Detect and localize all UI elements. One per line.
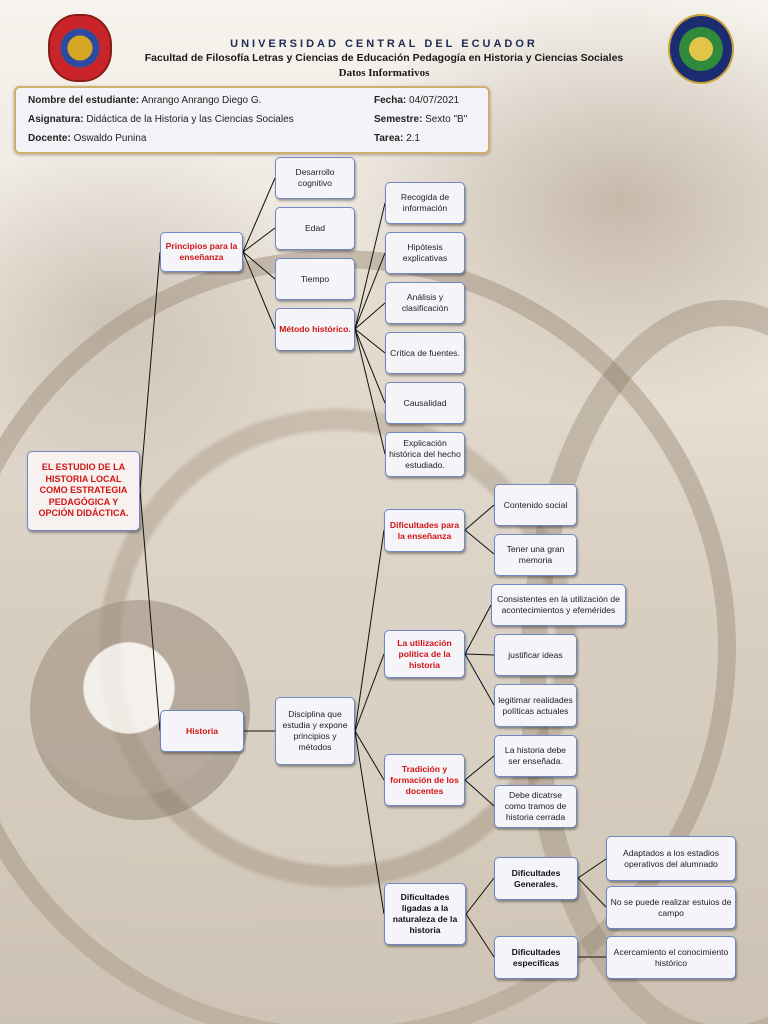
node-critica: Crítica de fuentes. xyxy=(385,332,465,374)
node-generales: Dificultades Generales. xyxy=(494,857,578,900)
node-debe-dicatrse: Debe dicatrse como tramos de historia ce… xyxy=(494,785,577,828)
section-title: Datos Informativos xyxy=(338,67,430,79)
node-no-puede: No se puede realizar estuios de campo xyxy=(606,886,736,929)
node-disciplina: Disciplina que estudia y expone principi… xyxy=(275,697,355,765)
node-legitimar: legitimar realidades políticas actuales xyxy=(494,684,577,727)
node-justificar: justificar ideas xyxy=(494,634,577,676)
semester-row: Semestre: Sexto "B" xyxy=(374,114,468,125)
university-name: UNIVERSIDAD CENTRAL DEL ECUADOR xyxy=(230,38,538,50)
subject-value: Didáctica de la Historia y las Ciencias … xyxy=(86,114,294,125)
node-desarrollo: Desarrollo cognitivo xyxy=(275,157,355,199)
node-dificultades-naturaleza: Dificultades ligadas a la naturaleza de … xyxy=(384,883,466,945)
node-acercamiento: Acercamiento el conocimiento histórico xyxy=(606,936,736,979)
node-tradicion: Tradición y formación de los docentes xyxy=(384,754,465,806)
node-tener-memoria: Tener una gran memoria xyxy=(494,534,577,576)
node-consistentes: Consistentes en la utilización de aconte… xyxy=(491,584,626,626)
teacher-row: Docente: Oswaldo Punina xyxy=(28,133,147,144)
node-analisis: Análisis y clasificación xyxy=(385,282,465,324)
node-edad: Edad xyxy=(275,207,355,250)
student-row: Nombre del estudiante: Anrango Anrango D… xyxy=(28,95,262,106)
node-recogida: Recogida de información xyxy=(385,182,465,224)
task-row: Tarea: 2.1 xyxy=(374,133,420,144)
teacher-value: Oswaldo Punina xyxy=(73,133,147,144)
node-adaptados: Adaptados a los estadios operativos del … xyxy=(606,836,736,881)
node-explicacion: Explicación histórica del hecho estudiad… xyxy=(385,432,465,477)
date-row: Fecha: 04/07/2021 xyxy=(374,95,460,106)
node-historia-ensenada: La historia debe ser enseñada. xyxy=(494,735,577,777)
node-utilizacion-politica: La utilización política de la historia xyxy=(384,630,465,678)
faculty-name: Facultad de Filosofía Letras y Ciencias … xyxy=(144,52,624,64)
node-causalidad: Causalidad xyxy=(385,382,465,424)
task-value: 2.1 xyxy=(406,133,420,144)
node-historia: Historia xyxy=(160,710,244,752)
root-node: EL ESTUDIO DE LA HISTORIA LOCAL COMO EST… xyxy=(27,451,140,531)
info-box: Nombre del estudiante: Anrango Anrango D… xyxy=(14,86,490,154)
node-especificas: Dificultades específicas xyxy=(494,936,578,979)
date-value: 04/07/2021 xyxy=(409,95,460,106)
node-metodo: Método histórico. xyxy=(275,308,355,351)
node-principios: Principios para la enseñanza xyxy=(160,232,243,272)
university-seal-right-icon xyxy=(668,14,734,84)
student-value: Anrango Anrango Diego G. xyxy=(141,95,262,106)
node-dificultades-ensenanza: Dificultades para la enseñanza xyxy=(384,509,465,552)
semester-value: Sexto "B" xyxy=(425,114,468,125)
subject-row: Asignatura: Didáctica de la Historia y l… xyxy=(28,114,294,125)
node-tiempo: Tiempo xyxy=(275,258,355,300)
node-hipotesis: Hipótesis explicativas xyxy=(385,232,465,274)
header: UNIVERSIDAD CENTRAL DEL ECUADOR Facultad… xyxy=(0,0,768,160)
node-contenido-social: Contenido social xyxy=(494,484,577,526)
university-seal-left-icon xyxy=(48,14,112,82)
